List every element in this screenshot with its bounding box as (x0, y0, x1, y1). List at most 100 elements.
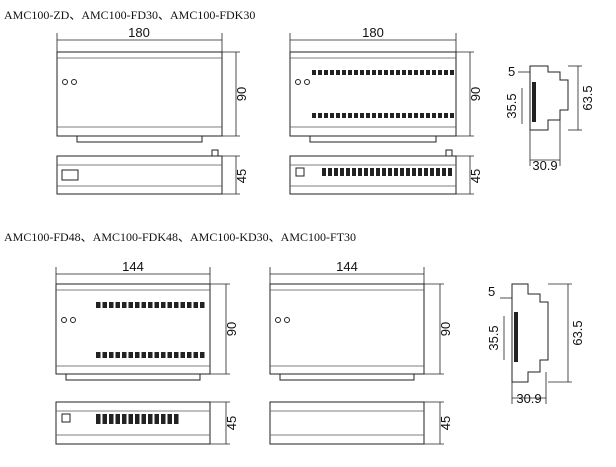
terminal-block (364, 168, 368, 176)
terminal-block (174, 352, 179, 358)
terminal-block (193, 352, 198, 358)
dim-height-63-5: 63.5 (580, 85, 595, 110)
terminal-block (102, 302, 107, 308)
terminal-block (174, 302, 179, 308)
terminal-block (370, 168, 374, 176)
terminal-block (420, 113, 424, 118)
dim-depth-45: 45 (234, 169, 249, 183)
terminal-block (406, 168, 410, 176)
terminal-block (324, 70, 328, 75)
terminal-block (161, 302, 166, 308)
side-view-row1: 5 35.5 63.5 30.9 (504, 64, 595, 173)
terminal-block (109, 302, 114, 308)
terminal-block (180, 352, 185, 358)
terminal-block (187, 352, 192, 358)
terminal-block (340, 168, 344, 176)
terminal-block (394, 168, 398, 176)
terminal-block (167, 414, 172, 424)
terminal-block (430, 168, 434, 176)
terminal-block (346, 168, 350, 176)
dim-height-90: 90 (234, 87, 249, 101)
terminal-block (382, 168, 386, 176)
terminal-block (360, 113, 364, 118)
terminal-block (318, 113, 322, 118)
group-2-heading: AMC100-FD48、AMC100-FDK48、AMC100-KD30、AMC… (4, 230, 357, 244)
terminal-block (141, 414, 146, 424)
terminal-block (128, 352, 133, 358)
terminal-block (154, 302, 159, 308)
terminal-block (193, 302, 198, 308)
dim-depth-45: 45 (438, 416, 453, 430)
terminal-block (322, 168, 326, 176)
terminal-block (154, 352, 159, 358)
terminal-block (366, 70, 370, 75)
terminal-block (122, 302, 127, 308)
terminal-block (148, 414, 153, 424)
terminal-block (336, 113, 340, 118)
terminal-block (402, 70, 406, 75)
terminal-block (390, 113, 394, 118)
terminal-block (96, 302, 101, 308)
terminal-block (334, 168, 338, 176)
terminal-block (342, 70, 346, 75)
terminal-block (372, 70, 376, 75)
terminal-block (109, 414, 114, 424)
terminal-block (102, 414, 107, 424)
terminal-block (384, 70, 388, 75)
terminal-block (384, 113, 388, 118)
terminal-block (148, 352, 153, 358)
dim-width-144: 144 (122, 259, 144, 274)
terminal-block (420, 70, 424, 75)
dim-width-30-9: 30.9 (516, 391, 541, 406)
dim-height-90: 90 (438, 322, 453, 336)
terminal-block (128, 414, 133, 424)
terminal-block (412, 168, 416, 176)
terminal-block (366, 113, 370, 118)
terminal-block (426, 113, 430, 118)
terminal-block (400, 168, 404, 176)
terminal-block (438, 70, 442, 75)
top-view-144-plain: 45 (269, 401, 453, 445)
terminal-block (109, 352, 114, 358)
dim-offset-5: 5 (488, 284, 495, 299)
terminal-block (348, 113, 352, 118)
terminal-block (187, 302, 192, 308)
terminal-block (135, 352, 140, 358)
terminal-block (336, 70, 340, 75)
terminal-block (408, 113, 412, 118)
terminal-block (161, 352, 166, 358)
terminal-block (414, 113, 418, 118)
terminal-block (324, 113, 328, 118)
terminal-block (342, 113, 346, 118)
dim-width-144: 144 (336, 259, 358, 274)
terminal-block (354, 113, 358, 118)
dim-offset-5: 5 (508, 64, 515, 79)
terminal-block (348, 70, 352, 75)
terminal-block (312, 113, 316, 118)
terminal-block (200, 352, 205, 358)
terminal-block (141, 302, 146, 308)
terminal-block (135, 302, 140, 308)
front-view-180-terminals: 180 90 (289, 25, 483, 143)
terminal-block (414, 70, 418, 75)
terminal-block (402, 113, 406, 118)
terminal-block (450, 70, 454, 75)
terminal-block (418, 168, 422, 176)
terminal-block (115, 302, 120, 308)
terminal-block (442, 168, 446, 176)
terminal-block (358, 168, 362, 176)
terminal-block (102, 352, 107, 358)
dim-rail-35-5: 35.5 (486, 325, 501, 350)
terminal-block (378, 113, 382, 118)
terminal-block (444, 113, 448, 118)
dim-width-180: 180 (128, 25, 150, 40)
terminal-block (115, 352, 120, 358)
dim-width-30-9: 30.9 (532, 158, 557, 173)
terminal-block (318, 70, 322, 75)
terminal-block (96, 414, 101, 424)
group-1-heading: AMC100-ZD、AMC100-FD30、AMC100-FDK30 (4, 8, 256, 22)
terminal-block (128, 302, 133, 308)
terminal-block (180, 302, 185, 308)
terminal-block (200, 302, 205, 308)
